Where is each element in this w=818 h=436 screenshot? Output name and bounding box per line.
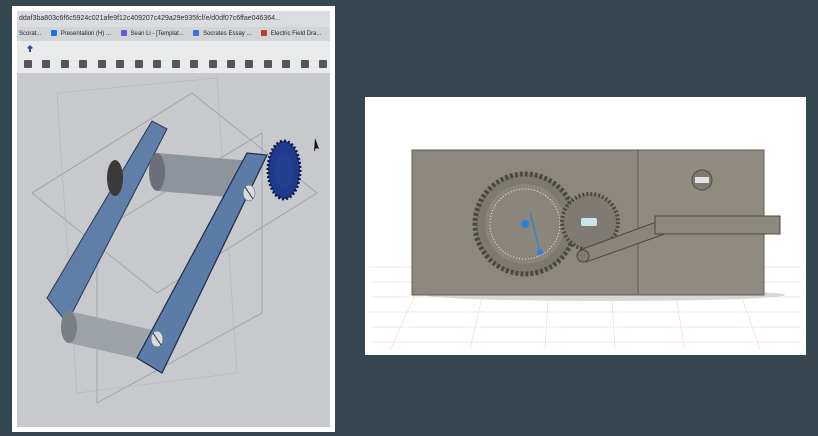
- bookmark-label: Electric Field Dra...: [270, 31, 322, 37]
- shell-tool-icon[interactable]: [171, 60, 180, 68]
- indicator-knob[interactable]: [691, 169, 713, 191]
- mate-tool-icon[interactable]: [282, 60, 291, 68]
- left-photo-frame: ddaf3ba803c6f6c5924c021afe9f12c409207c42…: [12, 6, 335, 432]
- bookmark-template[interactable]: Sean Li - [Templat...: [119, 27, 188, 41]
- bookmark-label: Sean Li - [Templat...: [130, 31, 184, 37]
- url-text: ddaf3ba803c6f6c5924c021afe9f12c409207c42…: [19, 15, 281, 22]
- bookmark-nav[interactable]: Scorat...: [17, 27, 45, 41]
- lower-rod[interactable]: [61, 311, 157, 363]
- small-gear[interactable]: [560, 192, 620, 252]
- bookmark-electric-field[interactable]: Electric Field Dra...: [259, 27, 325, 41]
- url-bar[interactable]: ddaf3ba803c6f6c5924c021afe9f12c409207c42…: [17, 11, 330, 27]
- left-cad-screenshot: ddaf3ba803c6f6c5924c021afe9f12c409207c42…: [17, 11, 330, 427]
- back-side-plate[interactable]: [46, 120, 168, 324]
- bookmark-socrates[interactable]: Socrates Essay ...: [191, 27, 255, 41]
- sweep-tool-icon[interactable]: [79, 60, 88, 68]
- measure-tool-icon[interactable]: [300, 60, 309, 68]
- pattern-tool-icon[interactable]: [226, 60, 235, 68]
- plane-tool-icon[interactable]: [263, 60, 272, 68]
- docs-icon: [120, 30, 127, 37]
- pin-icon[interactable]: [25, 44, 35, 54]
- construction-plane: [31, 92, 318, 294]
- right-screenshot-frame: [365, 97, 806, 355]
- bookmark-label: Presentation (H) ...: [60, 31, 112, 37]
- mirror-tool-icon[interactable]: [245, 60, 254, 68]
- boolean-tool-icon[interactable]: [208, 60, 217, 68]
- draft-tool-icon[interactable]: [190, 60, 199, 68]
- chamfer-tool-icon[interactable]: [153, 60, 162, 68]
- revolve-tool-icon[interactable]: [60, 60, 69, 68]
- cad-toolbar: [17, 41, 330, 73]
- loft-tool-icon[interactable]: [97, 60, 106, 68]
- plus-icon: [261, 30, 268, 37]
- docs-icon: [193, 30, 200, 37]
- docs-icon: [51, 30, 58, 37]
- mouse-cursor-icon: [314, 138, 319, 152]
- slider-bar[interactable]: [654, 215, 781, 235]
- mate-connector-icon[interactable]: [537, 249, 543, 255]
- axis-point-icon[interactable]: [521, 220, 529, 228]
- drive-gear[interactable]: [266, 139, 302, 201]
- bookmark-presentation[interactable]: Presentation (H) ...: [49, 27, 115, 41]
- cad-3d-viewport[interactable]: [370, 102, 801, 350]
- section-tool-icon[interactable]: [319, 60, 328, 68]
- back-gear[interactable]: [107, 160, 123, 196]
- screw-head[interactable]: [150, 330, 164, 348]
- large-gear[interactable]: [472, 171, 578, 277]
- right-cad-screenshot: [370, 102, 801, 350]
- front-side-plate[interactable]: [136, 152, 268, 374]
- bookmarks-bar: Scorat... Presentation (H) ... Sean Li -…: [17, 27, 330, 41]
- thicken-tool-icon[interactable]: [116, 60, 125, 68]
- cad-3d-viewport[interactable]: [17, 73, 330, 427]
- tool-row: [21, 57, 330, 69]
- fillet-tool-icon[interactable]: [134, 60, 143, 68]
- sketch-tool-icon[interactable]: [24, 60, 32, 68]
- extrude-tool-icon[interactable]: [42, 60, 51, 68]
- screw-head[interactable]: [242, 184, 256, 202]
- bookmark-nav-label: Scorat...: [19, 31, 42, 37]
- bookmark-label: Socrates Essay ...: [203, 31, 252, 37]
